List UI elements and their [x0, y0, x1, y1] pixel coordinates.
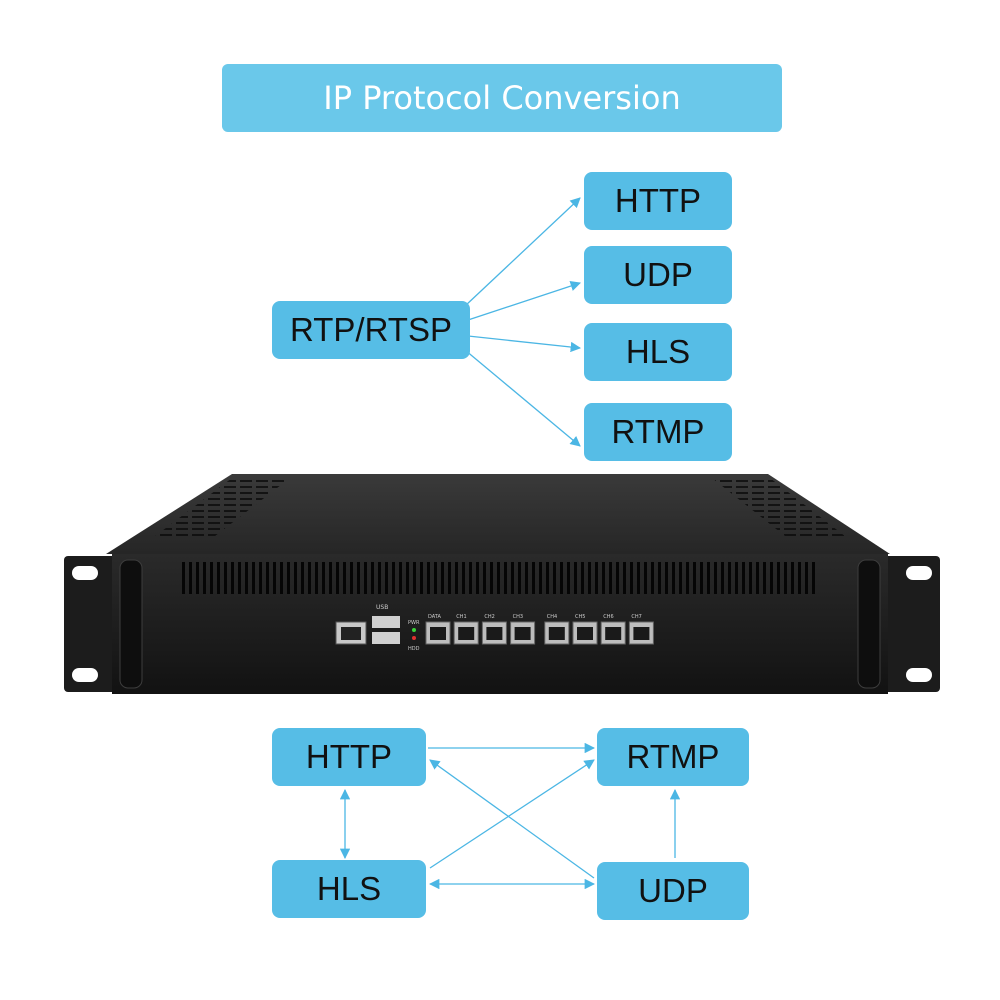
node-bottom-udp: UDP [597, 862, 749, 920]
title-banner: IP Protocol Conversion [222, 64, 782, 132]
arrow-rtsp-to-http [464, 197, 581, 307]
hdd-label: HDD [408, 646, 420, 652]
page-title: IP Protocol Conversion [323, 79, 681, 117]
node-bottom-http: HTTP [272, 728, 426, 786]
node-bottom-hls: HLS [272, 860, 426, 918]
port-label-ch3: CH3 [513, 614, 523, 620]
node-label: UDP [638, 872, 708, 909]
pwr-label: PWR [408, 620, 420, 626]
node-label: RTMP [626, 738, 720, 775]
ethernet-port-socket [633, 627, 650, 640]
node-top-http: HTTP [584, 172, 732, 230]
node-label: HLS [625, 333, 691, 370]
port-label-ch2: CH2 [484, 614, 494, 620]
rack-ear-left [64, 556, 120, 692]
arrow-hls-to-rtmp [429, 759, 595, 869]
front-vents [182, 562, 818, 594]
ethernet-port-socket [605, 627, 622, 640]
port-label-ch4: CH4 [547, 614, 557, 620]
port-label-ch6: CH6 [603, 614, 613, 620]
ethernet-port-socket [514, 627, 531, 640]
rack-ear-right [884, 556, 940, 692]
arrow-udp-to-http [429, 759, 595, 879]
node-label: RTP/RTSP [290, 311, 452, 348]
hdd-led [412, 636, 416, 640]
node-label: UDP [623, 256, 693, 293]
ethernet-port-socket [458, 627, 475, 640]
port-label-ch7: CH7 [631, 614, 641, 620]
node-top-rtmp: RTMP [584, 403, 732, 461]
rack-hole-right-top [906, 566, 932, 580]
ethernet-ports: DATA CH1 CH2 CH3 CH4 CH5 CH6 CH7 [425, 614, 654, 645]
port-label-ch1: CH1 [456, 614, 466, 620]
node-bottom-rtmp: RTMP [597, 728, 749, 786]
console-port-socket [341, 627, 361, 640]
node-rtp-rtsp: RTP/RTSP [272, 301, 470, 359]
rack-hole-left-top [72, 566, 98, 580]
ethernet-port-socket [430, 627, 446, 640]
usb-label: USB [376, 604, 388, 611]
ethernet-port-socket [548, 627, 565, 640]
port-label-data: DATA [428, 614, 441, 620]
handle-right [857, 559, 881, 689]
handle-left [119, 559, 143, 689]
node-top-hls: HLS [584, 323, 732, 381]
ethernet-port-socket [577, 627, 593, 640]
side-vents-left [150, 478, 290, 540]
node-label: HTTP [614, 182, 702, 219]
ethernet-port-socket [486, 627, 503, 640]
arrow-rtsp-to-udp [467, 280, 581, 321]
port-label-ch5: CH5 [575, 614, 585, 620]
usb-port-2 [372, 632, 400, 644]
node-top-udp: UDP [584, 246, 732, 304]
usb-port-1 [372, 616, 400, 628]
node-label: HLS [316, 870, 382, 907]
pwr-led [412, 628, 416, 632]
node-label: HTTP [305, 738, 393, 775]
rack-hole-right-bottom [906, 668, 932, 682]
rack-hole-left-bottom [72, 668, 98, 682]
node-label: RTMP [611, 413, 705, 450]
device-top [106, 474, 890, 554]
arrow-rtsp-to-rtmp [464, 349, 581, 447]
side-vents-right [712, 478, 850, 540]
arrow-rtsp-to-hls [467, 335, 582, 353]
